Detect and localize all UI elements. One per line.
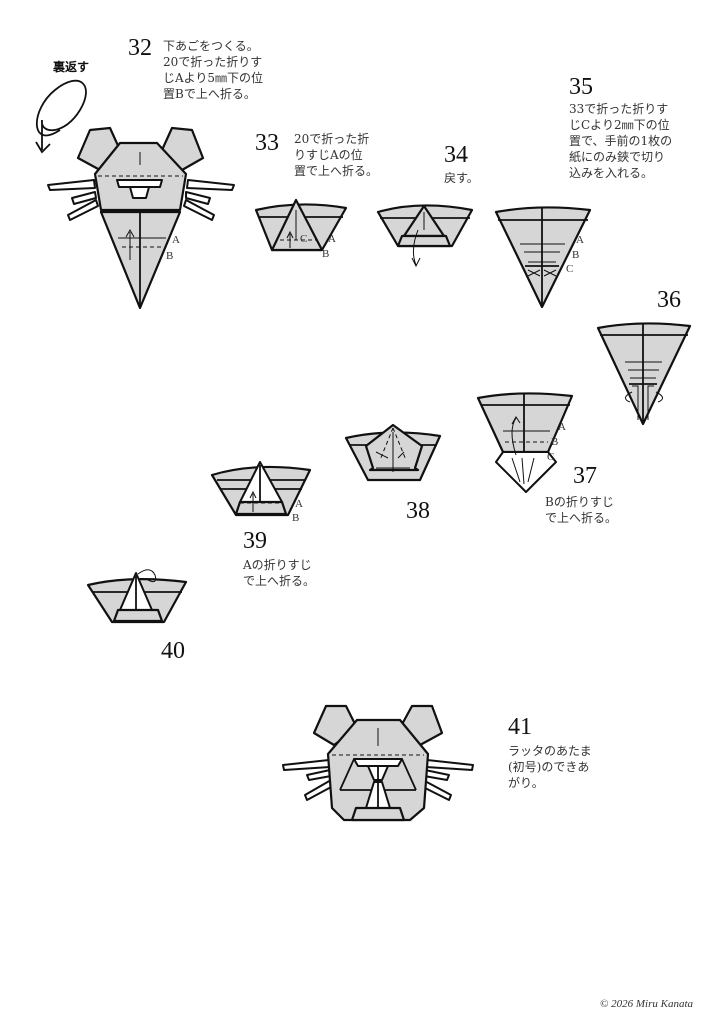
svg-text:A: A [295, 498, 303, 510]
step-41-text: ラッタのあたま (初号)のできあ がり。 [508, 744, 592, 790]
step-33-text: 20で折った折 りすじAの位 置で上へ折る。 [294, 132, 379, 178]
svg-text:B: B [292, 512, 299, 524]
step-34-text: 戻す。 [444, 171, 479, 185]
copyright: © 2026 Miru Kanata [600, 998, 694, 1010]
step-38-number: 38 [406, 498, 430, 524]
step-34-number: 34 [444, 142, 468, 168]
svg-text:B: B [572, 249, 579, 261]
step-35-number: 35 [569, 74, 593, 100]
step-39-number: 39 [243, 528, 267, 554]
step-37-text: Bの折りすじ で上へ折る。 [545, 495, 618, 525]
flip-arrow-icon [35, 79, 87, 150]
svg-text:C: C [547, 451, 554, 463]
step-35-text: 33で折った折りす じCより2㎜下の位 置で、手前の1枚の 紙にのみ鋏で切り 込… [569, 102, 673, 180]
step-36-number: 36 [657, 287, 681, 313]
svg-text:C: C [300, 233, 307, 245]
step-32-text: 下あごをつくる。 20で折った折りす じAより5㎜下の位 置Bで上へ折る。 [163, 39, 264, 101]
svg-text:B: B [322, 248, 329, 260]
step-37-number: 37 [573, 463, 597, 489]
step-41-number: 41 [508, 714, 532, 740]
svg-text:C: C [566, 263, 573, 275]
svg-text:A: A [328, 233, 336, 245]
step-33-number: 33 [255, 130, 279, 156]
step-40-number: 40 [161, 638, 185, 664]
svg-text:B: B [166, 250, 173, 262]
svg-text:B: B [551, 436, 558, 448]
svg-text:A: A [558, 421, 566, 433]
step-39-text: Aの折りすじ で上へ折る。 [243, 558, 316, 588]
svg-text:A: A [172, 234, 180, 246]
flip-over-note: 裏返す [53, 60, 90, 74]
step-32-number: 32 [128, 35, 152, 61]
svg-text:A: A [576, 234, 584, 246]
